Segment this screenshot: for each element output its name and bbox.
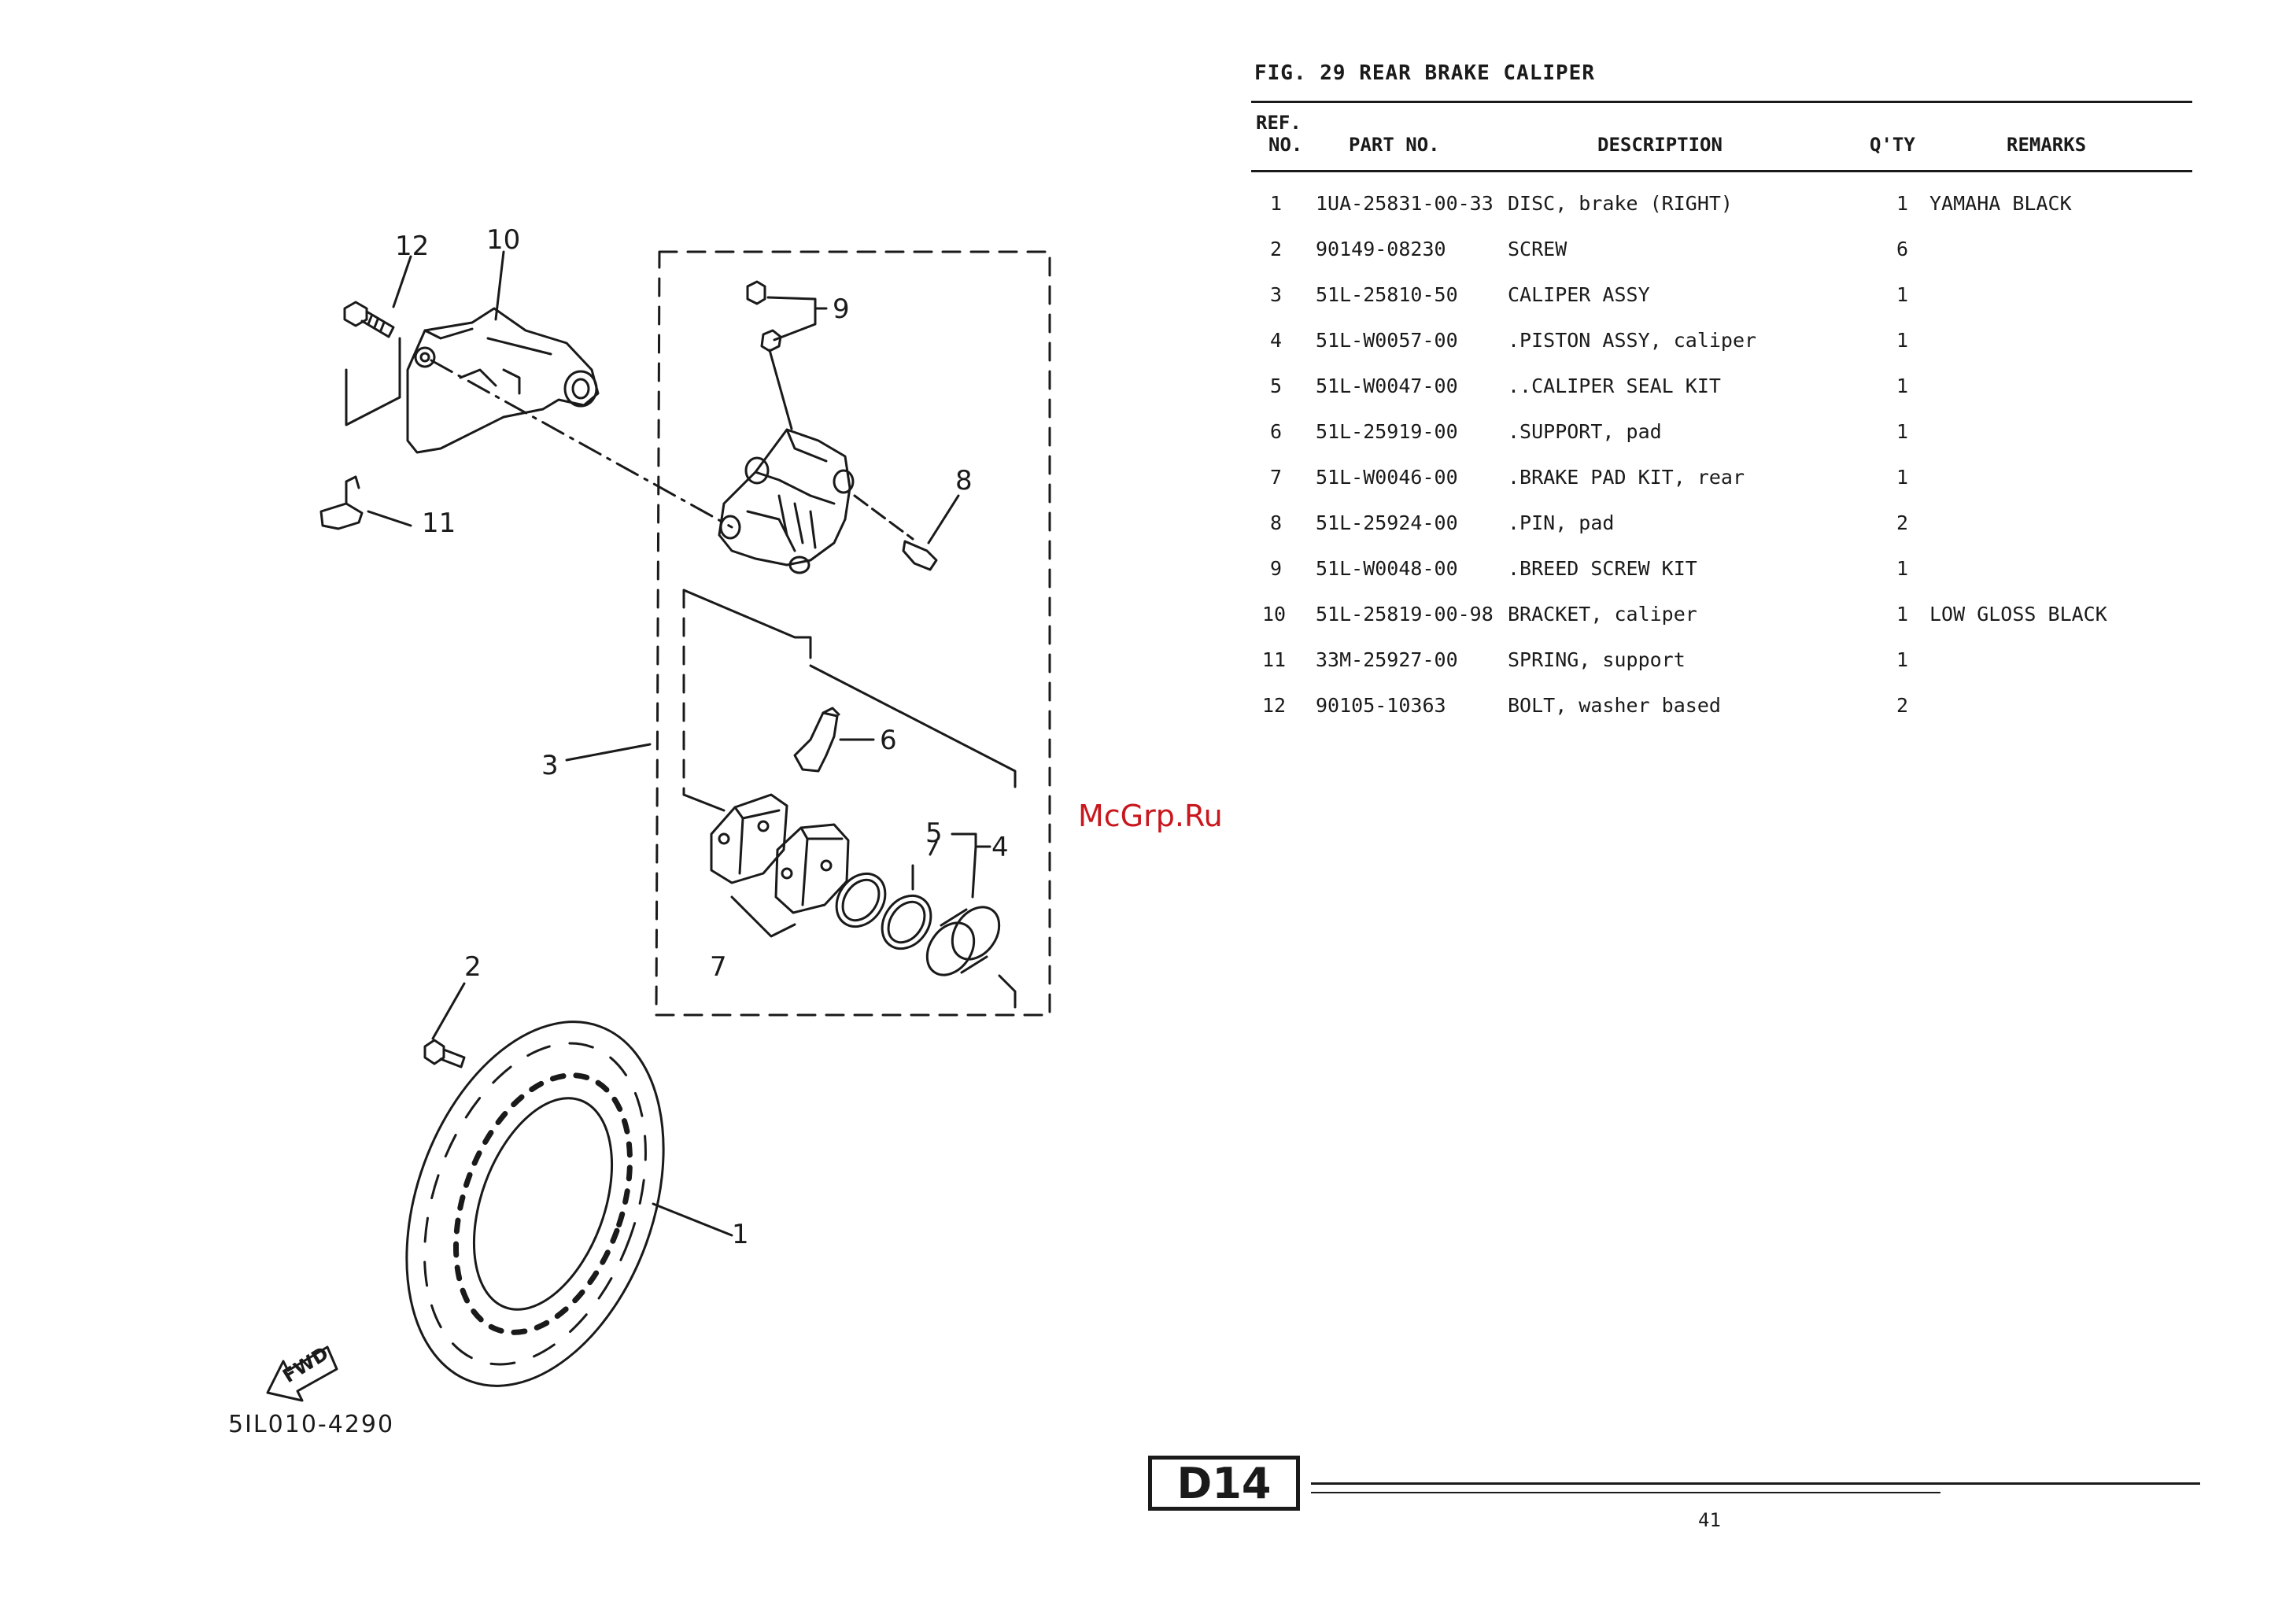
cell-qty: 1 [1896, 283, 1909, 306]
header-ref: REF. [1256, 112, 1302, 134]
cell-remarks: LOW GLOSS BLACK [1929, 603, 2107, 626]
caliper-body [718, 428, 855, 574]
cell-ref: 9 [1270, 557, 1283, 580]
bolt-12 [343, 301, 395, 338]
cell-description: SCREW [1508, 238, 1567, 260]
cell-part-no: 33M-25927-00 [1316, 648, 1458, 671]
cell-qty: 1 [1896, 375, 1909, 397]
pad-pin-8 [853, 494, 938, 571]
cell-part-no: 51L-25810-50 [1316, 283, 1458, 306]
cell-part-no: 51L-25924-00 [1316, 511, 1458, 534]
cell-ref: 10 [1262, 603, 1287, 626]
caliper-assy-frame [655, 250, 1051, 1017]
callout-1: 1 [732, 1219, 749, 1250]
illustration-code: 5IL010-4290 [228, 1411, 395, 1438]
cell-qty: 1 [1896, 603, 1909, 626]
cell-ref: 11 [1262, 648, 1287, 671]
cell-ref: 5 [1270, 375, 1283, 397]
page-number: 41 [1698, 1509, 1721, 1531]
cell-description: ..CALIPER SEAL KIT [1508, 375, 1721, 397]
cell-qty: 2 [1896, 694, 1909, 717]
cell-part-no: 51L-W0057-00 [1316, 329, 1458, 352]
fwd-arrow-icon [266, 1345, 338, 1402]
cell-description: .BRAKE PAD KIT, rear [1508, 466, 1745, 489]
cell-description: BRACKET, caliper [1508, 603, 1697, 626]
cell-qty: 1 [1896, 557, 1909, 580]
cell-ref: 7 [1270, 466, 1283, 489]
cell-qty: 1 [1896, 329, 1909, 352]
header-qty: Q'TY [1870, 134, 1915, 156]
figure-title: FIG. 29 REAR BRAKE CALIPER [1254, 61, 1595, 85]
cell-qty: 1 [1896, 420, 1909, 443]
piston-4 [925, 906, 1001, 976]
cell-part-no: 51L-W0047-00 [1316, 375, 1458, 397]
cell-part-no: 51L-W0048-00 [1316, 557, 1458, 580]
header-part-no: PART NO. [1349, 134, 1440, 156]
callout-9: 9 [833, 293, 850, 325]
cell-qty: 6 [1896, 238, 1909, 260]
cell-qty: 1 [1896, 192, 1909, 215]
callout-7: 7 [710, 951, 727, 983]
cell-part-no: 1UA-25831-00-33 [1316, 192, 1494, 215]
exploded-diagram: FWD 1 2 3 4 5 6 7 8 9 10 11 12 [266, 224, 1051, 1402]
cell-ref: 8 [1270, 511, 1283, 534]
cell-ref: 1 [1270, 192, 1283, 215]
cell-part-no: 51L-W0046-00 [1316, 466, 1458, 489]
footer-rule-thin [1311, 1492, 1940, 1493]
callout-4: 4 [991, 832, 1009, 863]
callout-11: 11 [422, 507, 456, 539]
pad-support-6 [793, 707, 840, 773]
callout-2: 2 [464, 951, 482, 983]
bleed-screw-9 [746, 280, 793, 430]
cell-qty: 1 [1896, 648, 1909, 671]
watermark: McGrp.Ru [1078, 799, 1223, 833]
footer-rule [1311, 1482, 2200, 1485]
cell-part-no: 51L-25819-00-98 [1316, 603, 1494, 626]
callout-10: 10 [486, 224, 520, 256]
cell-part-no: 90149-08230 [1316, 238, 1446, 260]
cell-part-no: 51L-25919-00 [1316, 420, 1458, 443]
section-code-badge: D14 [1148, 1456, 1300, 1511]
cell-description: .PISTON ASSY, caliper [1508, 329, 1757, 352]
cell-description: CALIPER ASSY [1508, 283, 1650, 306]
cell-description: SPRING, support [1508, 648, 1686, 671]
brake-pads-7 [710, 793, 850, 938]
cell-ref: 4 [1270, 329, 1283, 352]
cell-ref: 2 [1270, 238, 1283, 260]
table-header-rule [1251, 170, 2192, 172]
cell-description: DISC, brake (RIGHT) [1508, 192, 1733, 215]
header-no: NO. [1268, 134, 1303, 156]
cell-description: .BREED SCREW KIT [1508, 557, 1697, 580]
fwd-label: FWD [279, 1342, 332, 1387]
cell-description: .PIN, pad [1508, 511, 1615, 534]
callout-12: 12 [395, 231, 429, 262]
cell-remarks: YAMAHA BLACK [1929, 192, 2072, 215]
cell-part-no: 90105-10363 [1316, 694, 1446, 717]
cell-ref: 3 [1270, 283, 1283, 306]
cell-ref: 12 [1262, 694, 1287, 717]
header-remarks: REMARKS [2007, 134, 2087, 156]
cell-qty: 1 [1896, 466, 1909, 489]
caliper-seals-5 [835, 872, 932, 950]
cell-description: .SUPPORT, pad [1508, 420, 1662, 443]
disc-screw-2 [423, 982, 466, 1069]
cell-qty: 2 [1896, 511, 1909, 534]
spring-support-11 [319, 475, 364, 530]
caliper-bracket [406, 307, 600, 454]
callout-5: 5 [925, 818, 943, 849]
header-description: DESCRIPTION [1597, 134, 1723, 156]
brake-disc [405, 1021, 733, 1387]
cell-ref: 6 [1270, 420, 1283, 443]
callout-6: 6 [880, 725, 897, 756]
callout-3: 3 [541, 750, 559, 781]
table-top-rule [1251, 101, 2192, 103]
callout-8: 8 [955, 465, 973, 496]
cell-description: BOLT, washer based [1508, 694, 1721, 717]
